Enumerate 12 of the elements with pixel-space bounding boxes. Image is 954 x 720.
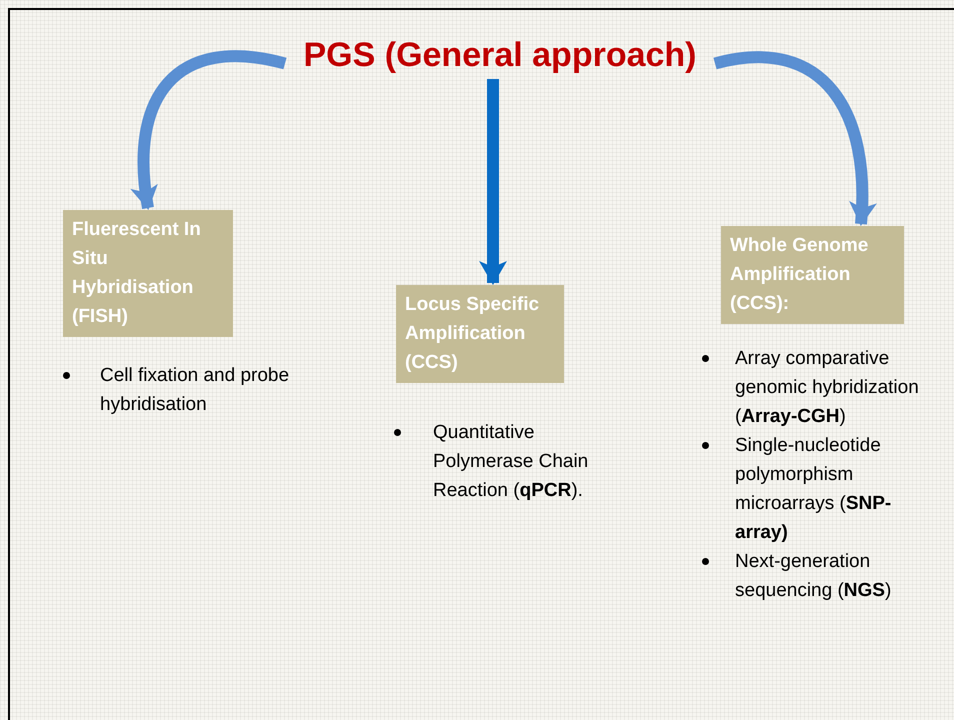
curved-arrow (131, 50, 286, 210)
bullet-text: Cell fixation and probe hybridisation (100, 364, 290, 417)
arrow (479, 79, 507, 285)
label-box: Whole Genome Amplification (CCS): (721, 226, 904, 324)
bullet-text: Array comparative genomic hybridization (Array-CGH) (735, 347, 920, 429)
label-box: Fluerescent In Situ Hybridisation (FISH) (63, 210, 233, 337)
label-box: Locus Specific Amplification (CCS) (396, 285, 564, 383)
bullet-text: Next-generation sequencing (NGS) (735, 550, 892, 603)
bullet-text: Quantitative Polymerase Chain Reaction (qPCR). (433, 421, 590, 503)
title: PGS (General approach) (285, 36, 715, 75)
bullet-text: Single-nucleotide polymorphism microarrays (SNP-array) (735, 434, 892, 545)
curved-arrow (714, 51, 876, 226)
